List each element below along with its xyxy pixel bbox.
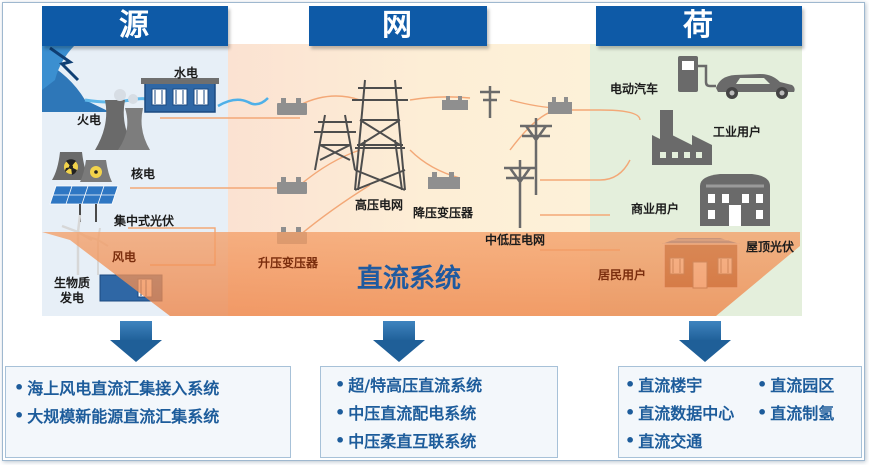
list-item: •直流制氢: [757, 402, 835, 424]
dc-system-band: [42, 232, 800, 316]
down-arrow-source: [110, 321, 162, 362]
list-item: •中压柔直互联系统: [335, 430, 477, 452]
step-down-transformer-icons: [428, 96, 572, 189]
list-item: •直流交通: [625, 430, 703, 452]
list-item: •超/特高压直流系统: [335, 374, 483, 396]
down-arrow-load: [679, 321, 731, 362]
dc-system-title: 直流系统: [357, 264, 462, 294]
factory-icon: [652, 110, 712, 165]
label-mv-lv-grid: 中低压电网: [485, 233, 546, 247]
mv-lv-pole-icons: [480, 86, 552, 228]
list-item: •大规模新能源直流汇集系统: [14, 405, 220, 427]
label-solar: 集中式光伏: [114, 214, 175, 228]
label-ev: 电动汽车: [610, 82, 659, 96]
header-source: 源: [42, 6, 228, 46]
list-item: •海上风电直流汇集接入系统: [14, 377, 220, 399]
solar-array-icon: [49, 185, 119, 222]
label-residential: 居民用户: [598, 268, 647, 282]
commercial-building-icon: [700, 174, 770, 226]
panel-grid-applications: •超/特高压直流系统 •中压直流配电系统 •中压柔直互联系统: [320, 366, 558, 458]
electric-car-icon: [716, 74, 795, 99]
ev-charger-icon: [678, 56, 716, 92]
list-item: •直流数据中心: [625, 402, 735, 424]
hydro-dam-icon: [42, 45, 161, 112]
label-thermal: 火电: [77, 113, 102, 127]
label-rooftop-pv: 屋顶光伏: [746, 240, 795, 254]
thermal-plant-icon: [95, 89, 150, 150]
hv-tower-icons: [314, 79, 408, 191]
label-nuclear: 核电: [131, 167, 156, 181]
label-hydro: 水电: [174, 66, 199, 80]
label-step-down: 降压变压器: [413, 206, 474, 220]
label-commercial: 商业用户: [631, 202, 680, 216]
label-biomass: 生物质 发电: [54, 276, 91, 305]
header-grid: 网: [309, 6, 487, 46]
header-load: 荷: [596, 6, 802, 46]
panel-source-applications: •海上风电直流汇集接入系统 •大规模新能源直流汇集系统: [5, 366, 291, 458]
label-hv-grid: 高压电网: [355, 198, 404, 212]
label-wind: 风电: [112, 250, 137, 264]
label-industrial: 工业用户: [713, 125, 762, 139]
list-item: •直流楼宇: [625, 374, 703, 396]
hydro-station-icon: [141, 78, 269, 113]
list-item: •中压直流配电系统: [335, 402, 477, 424]
list-item: •直流园区: [757, 374, 835, 396]
down-arrow-grid: [373, 321, 425, 362]
nuclear-plant-icon: [52, 152, 112, 182]
label-step-up: 升压变压器: [258, 256, 319, 270]
panel-load-applications: •直流楼宇 •直流数据中心 •直流交通 •直流园区 •直流制氢: [618, 366, 862, 458]
